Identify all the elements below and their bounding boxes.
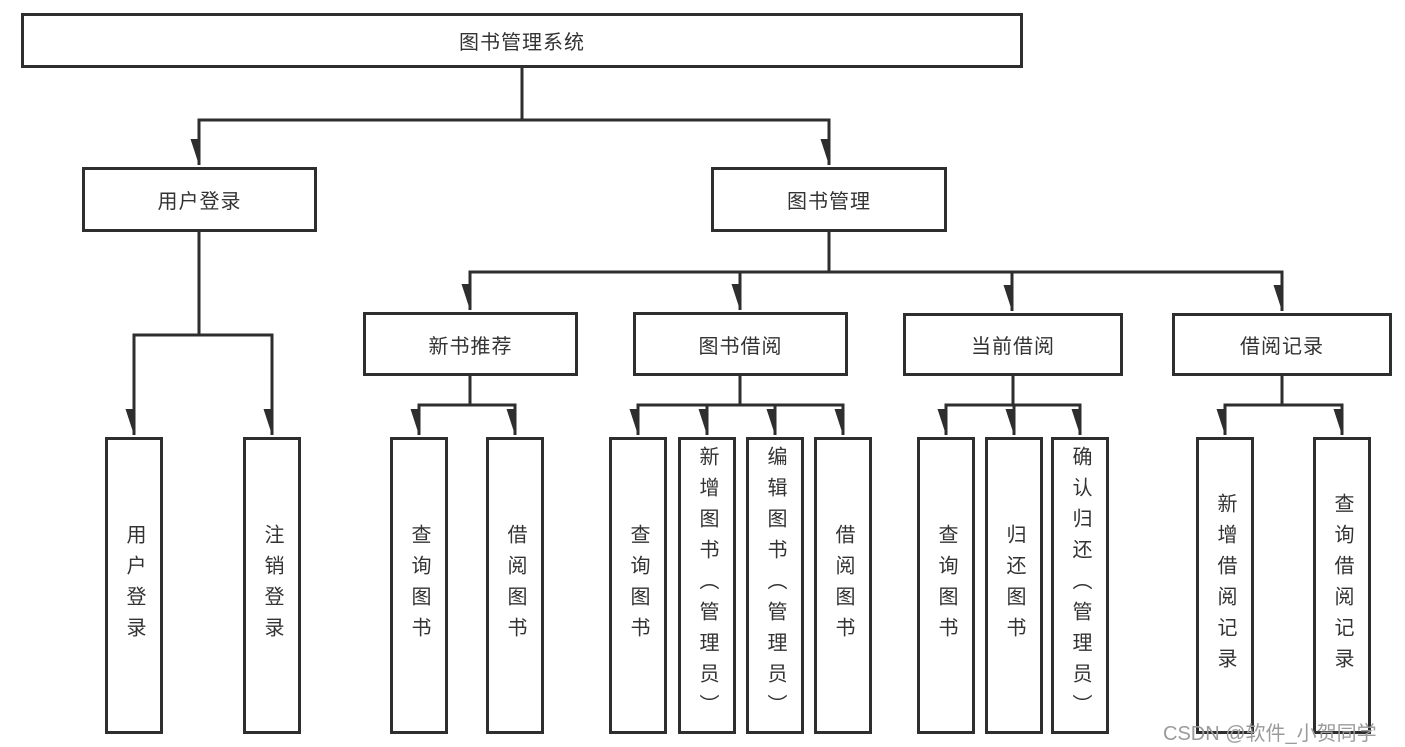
- leaf-logout: 注销登录: [243, 437, 301, 734]
- leaf-add-borrow-record: 新增借阅记录: [1196, 437, 1254, 734]
- node-label: 当前借阅: [971, 336, 1055, 358]
- node-library-management-system: 图书管理系统: [21, 13, 1023, 68]
- leaf-label: 借阅图书: [504, 523, 526, 648]
- node-borrowing-records: 借阅记录: [1172, 313, 1392, 376]
- node-book-management: 图书管理: [711, 167, 947, 232]
- node-user-login: 用户登录: [82, 167, 317, 232]
- node-new-book-recommendation: 新书推荐: [363, 312, 578, 376]
- leaf-label: 借阅图书: [832, 523, 854, 648]
- leaf-confirm-return-admin: 确认归还（管理员）: [1051, 437, 1109, 734]
- leaf-label: 注销登录: [261, 523, 283, 648]
- leaf-query-books-1: 查询图书: [390, 437, 448, 734]
- leaf-label: 查询借阅记录: [1331, 492, 1353, 679]
- node-label: 新书推荐: [428, 335, 513, 358]
- node-label: 用户登录: [157, 191, 242, 213]
- node-label: 借阅记录: [1240, 336, 1324, 358]
- leaf-label: 查询图书: [408, 523, 430, 648]
- leaf-query-books-2: 查询图书: [609, 437, 667, 734]
- leaf-add-books-admin: 新增图书（管理员）: [678, 437, 736, 734]
- leaf-query-books-3: 查询图书: [917, 437, 975, 734]
- node-book-borrowing: 图书借阅: [633, 312, 848, 376]
- leaf-label: 查询图书: [935, 523, 957, 648]
- node-current-borrowing: 当前借阅: [903, 313, 1123, 376]
- leaf-label: 查询图书: [627, 523, 649, 648]
- leaf-label: 编辑图书（管理员）: [764, 446, 786, 725]
- node-label: 图书管理: [787, 191, 871, 213]
- leaf-edit-books-admin: 编辑图书（管理员）: [746, 437, 804, 734]
- leaf-query-borrow-record: 查询借阅记录: [1313, 437, 1371, 734]
- leaf-label: 归还图书: [1003, 523, 1025, 648]
- leaf-borrow-books-2: 借阅图书: [814, 437, 872, 734]
- leaf-label: 用户登录: [123, 523, 145, 648]
- leaf-return-books: 归还图书: [985, 437, 1043, 734]
- leaf-label: 新增借阅记录: [1214, 492, 1236, 679]
- leaf-label: 确认归还（管理员）: [1069, 446, 1091, 725]
- leaf-borrow-books-1: 借阅图书: [486, 437, 544, 734]
- node-label: 图书借阅: [698, 335, 783, 358]
- leaf-user-login: 用户登录: [105, 437, 163, 734]
- watermark-text: CSDN @软件_小贺同学: [1163, 723, 1377, 745]
- node-label: 图书管理系统: [459, 32, 585, 54]
- leaf-label: 新增图书（管理员）: [696, 446, 718, 725]
